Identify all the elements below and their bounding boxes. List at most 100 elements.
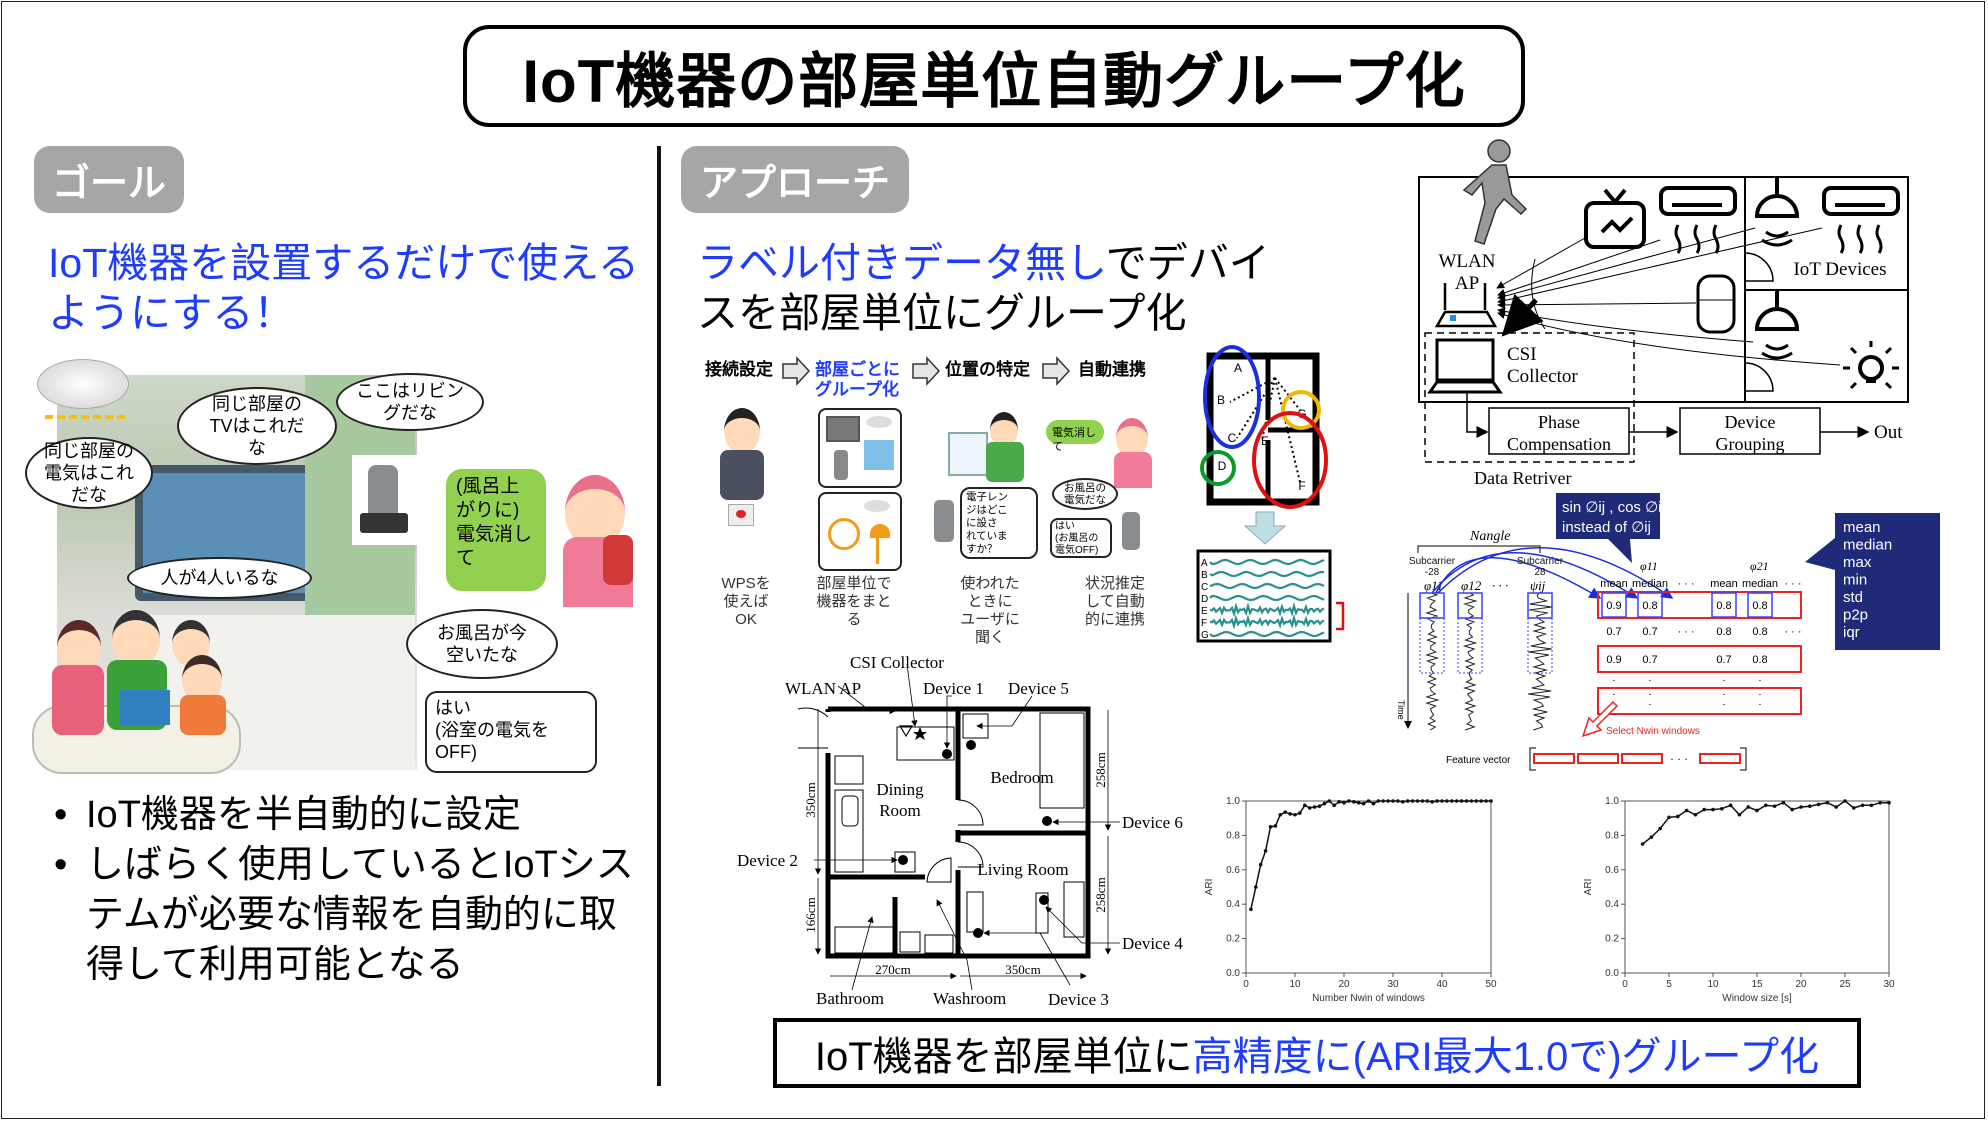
csi-phase-waveform xyxy=(1528,592,1552,731)
goal-illustration: 同じ部屋の 電気はこれ だな 同じ部屋の TVはこれだ な ここはリビン グだな… xyxy=(25,355,650,775)
y-tick-label: 0.6 xyxy=(1605,865,1619,876)
correlation-bracket xyxy=(1336,601,1345,631)
ari-data-point xyxy=(1293,812,1297,817)
device-1-marker xyxy=(942,749,952,759)
y-tick-label: 0.8 xyxy=(1226,830,1240,841)
y-tick-label: 0.8 xyxy=(1605,830,1619,841)
x-tick-label: 20 xyxy=(1795,979,1807,990)
ari-data-point xyxy=(1283,810,1287,814)
table-header: mean xyxy=(1600,578,1628,590)
x-tick-label: 20 xyxy=(1338,979,1350,990)
y-tick-label: 0.0 xyxy=(1605,968,1619,979)
ari-data-point xyxy=(1459,799,1464,803)
feature-vdots: · xyxy=(1612,689,1616,701)
fp-dim-258-bedroom: 258cm xyxy=(1093,752,1108,787)
walking-person-icon xyxy=(1462,139,1528,245)
feature-vdots: · xyxy=(1648,689,1652,701)
ari-data-point xyxy=(1347,799,1351,803)
laptop-icon xyxy=(1427,338,1503,394)
wave-label: E xyxy=(1201,606,1208,617)
down-arrow-icon xyxy=(1243,511,1287,545)
ari-data-point xyxy=(1658,826,1662,831)
fp-living-room-label: Living Room xyxy=(977,860,1068,879)
n-angle-label: Nangle xyxy=(1469,529,1510,544)
csi-collector-marker xyxy=(913,727,927,740)
ari-data-point xyxy=(1396,799,1400,803)
goal-headline: IoT機器を設置するだけで使えるようにする！ xyxy=(48,240,640,336)
fp-device-2-label: Device 2 xyxy=(737,851,798,870)
ari-data-point xyxy=(1278,812,1283,817)
time-label: Time xyxy=(1396,700,1406,720)
step-caption-grouping: 部屋単位で 機器をまと る xyxy=(816,575,892,628)
device-grouping-line: Grouping xyxy=(1716,434,1785,454)
x-axis-label: Number Nwin of windows xyxy=(1312,993,1425,1004)
ari-data-point xyxy=(1667,815,1671,820)
wave-label: A xyxy=(1201,558,1208,569)
air-conditioner-icon xyxy=(1822,186,1900,254)
goal-badge: ゴール xyxy=(34,146,184,213)
feature-cell: 0.8 xyxy=(1642,600,1657,612)
feature-extraction-diagram: sin ∅ij , cos ∅ij instead of ∅ij meanmed… xyxy=(1396,493,1940,771)
ari-data-point xyxy=(1781,800,1786,805)
fp-washroom-label: Washroom xyxy=(933,989,1006,1008)
ari-data-point xyxy=(1366,799,1371,803)
subcarrier-last-label: Subcarrier 28 xyxy=(1516,556,1564,578)
ceiling-light-icon xyxy=(37,359,129,409)
y-tick-label: 0.4 xyxy=(1605,899,1619,910)
person-using-microwave-image xyxy=(948,412,1028,482)
feature-cell: 0.7 xyxy=(1642,626,1657,638)
ari-data-point xyxy=(1312,805,1317,809)
table-header: median xyxy=(1742,578,1778,590)
n-angle-bracket xyxy=(1417,545,1541,553)
group-circle-green xyxy=(1200,450,1236,486)
smart-speaker-icon xyxy=(1696,274,1736,334)
select-arrow-icon xyxy=(1581,700,1619,738)
y-tick-label: 0.2 xyxy=(1605,934,1619,945)
fp-dim-270: 270cm xyxy=(875,962,910,977)
x-axis-label: Window size [s] xyxy=(1722,993,1792,1004)
wave-label: B xyxy=(1201,570,1208,581)
step-arrows xyxy=(782,356,1071,386)
ari-data-point xyxy=(1489,799,1493,803)
conclusion-highlight: 高精度に(ARI最大1.0で)グループ化 xyxy=(1192,1035,1820,1079)
goal-bullet-list: IoT機器を半自動的に設定 しばらく使用しているとIoTシステムが必要な情報を自… xyxy=(48,790,638,990)
csi-collector-label-line: Collector xyxy=(1507,366,1578,387)
goal-bullet: しばらく使用しているとIoTシステムが必要な情報を自動的に取得して利用可能となる xyxy=(48,840,638,990)
callout-line-1: sin ∅ij , cos ∅ij xyxy=(1562,499,1665,516)
feature-cell: 0.8 xyxy=(1716,626,1731,638)
ari-data-point xyxy=(1693,812,1698,817)
feature-vector-label: Feature vector xyxy=(1446,755,1511,766)
table-header-ellipsis: · · · xyxy=(1677,578,1694,590)
feature-vdots: · xyxy=(1758,689,1762,701)
smart-speaker-image xyxy=(352,455,418,545)
wave-label: G xyxy=(1201,630,1209,641)
stat-item: min xyxy=(1843,572,1867,589)
fp-bedroom-label: Bedroom xyxy=(990,768,1053,787)
feature-ellipsis: · · · xyxy=(1677,626,1694,638)
map-node-b: B xyxy=(1217,393,1225,407)
fp-device-1-label: Device 1 xyxy=(923,679,984,698)
stat-item: std xyxy=(1843,589,1863,606)
fp-dim-166: 166cm xyxy=(803,897,818,932)
ari-data-point xyxy=(1887,800,1891,805)
device-3-marker xyxy=(973,928,983,938)
x-tick-label: 0 xyxy=(1243,979,1249,990)
ari-data-point xyxy=(1288,812,1292,816)
ari-data-point xyxy=(1746,805,1750,809)
phi-col-ellipsis: · · · xyxy=(1492,578,1508,593)
feature-cell: 0.7 xyxy=(1606,626,1621,638)
feature-cell: 0.9 xyxy=(1606,654,1621,666)
ari-data-point xyxy=(1425,799,1430,803)
fp-room-label: Room xyxy=(879,801,921,820)
feature-vdots: · xyxy=(1648,699,1652,711)
step-caption-connect: WPSを 使えば OK xyxy=(721,575,771,628)
ari-data-point xyxy=(1258,862,1263,867)
stat-item: p2p xyxy=(1843,607,1868,624)
fp-device-5-label: Device 5 xyxy=(1008,679,1069,698)
ari-data-point xyxy=(1332,803,1336,808)
map-node-a: A xyxy=(1234,361,1242,375)
